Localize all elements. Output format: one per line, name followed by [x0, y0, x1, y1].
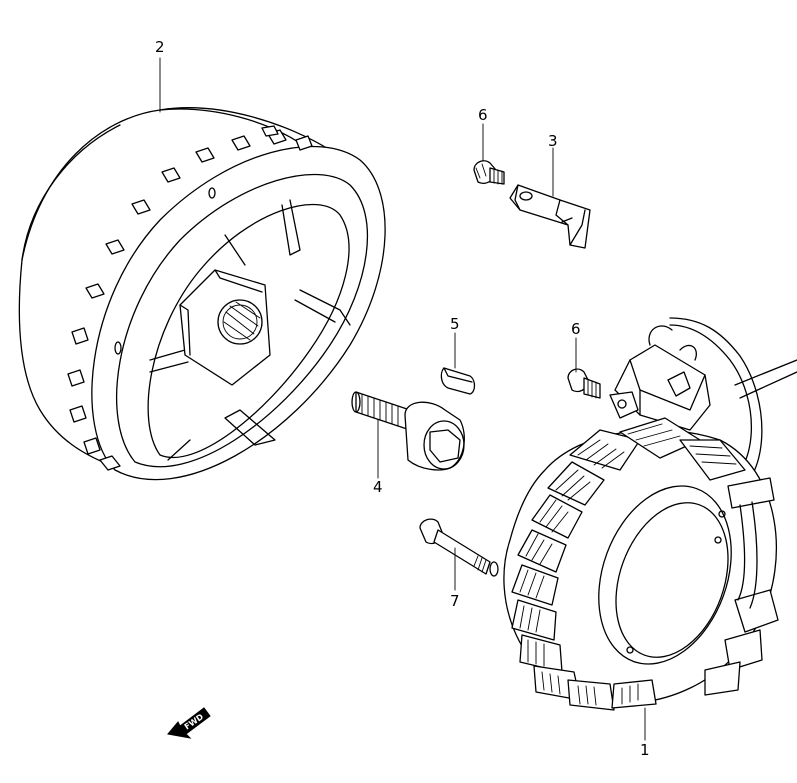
rotor [18, 107, 386, 481]
callout-stator: 1 [640, 741, 650, 759]
fwd-arrow-icon [167, 707, 211, 739]
leader-lines [159, 57, 646, 741]
bracket-screw [473, 160, 505, 185]
callout-bracket-screw: 6 [478, 106, 488, 124]
callout-key: 5 [450, 315, 460, 333]
callout-rotor: 2 [155, 38, 165, 56]
stator-bolt [419, 518, 499, 577]
callout-stator-bolt: 7 [450, 592, 460, 610]
stator-screw [567, 368, 601, 399]
callout-stator-screw: 6 [571, 320, 581, 338]
timing-lugs [67, 125, 313, 471]
callout-numbers: 2 6 3 5 6 4 7 1 [155, 38, 650, 759]
callout-rotor-bolt: 4 [373, 478, 383, 496]
callout-bracket: 3 [548, 132, 558, 150]
rotor-bolt [351, 391, 465, 471]
stator [503, 317, 797, 711]
fwd-direction-badge: FWD [167, 707, 211, 739]
key [440, 367, 476, 395]
bracket [509, 184, 591, 249]
